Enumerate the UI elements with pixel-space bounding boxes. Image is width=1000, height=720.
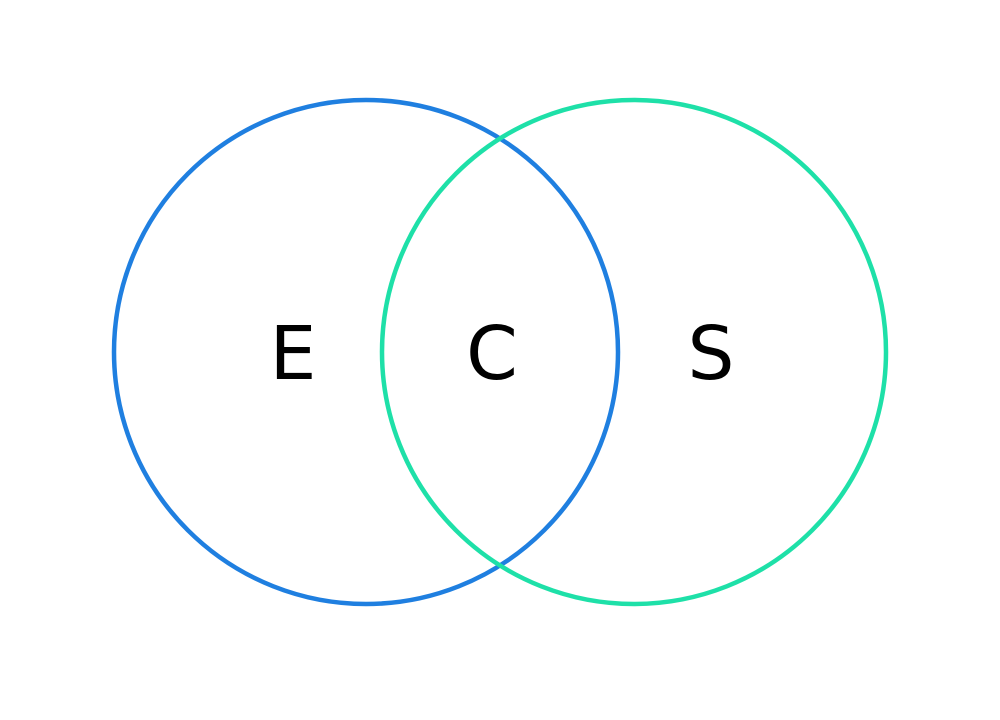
left-set-label: E [270, 311, 317, 397]
right-set-label: S [688, 311, 735, 397]
left-set-circle [111, 97, 621, 607]
right-set-circle [379, 97, 889, 607]
intersection-label: C [466, 311, 518, 397]
